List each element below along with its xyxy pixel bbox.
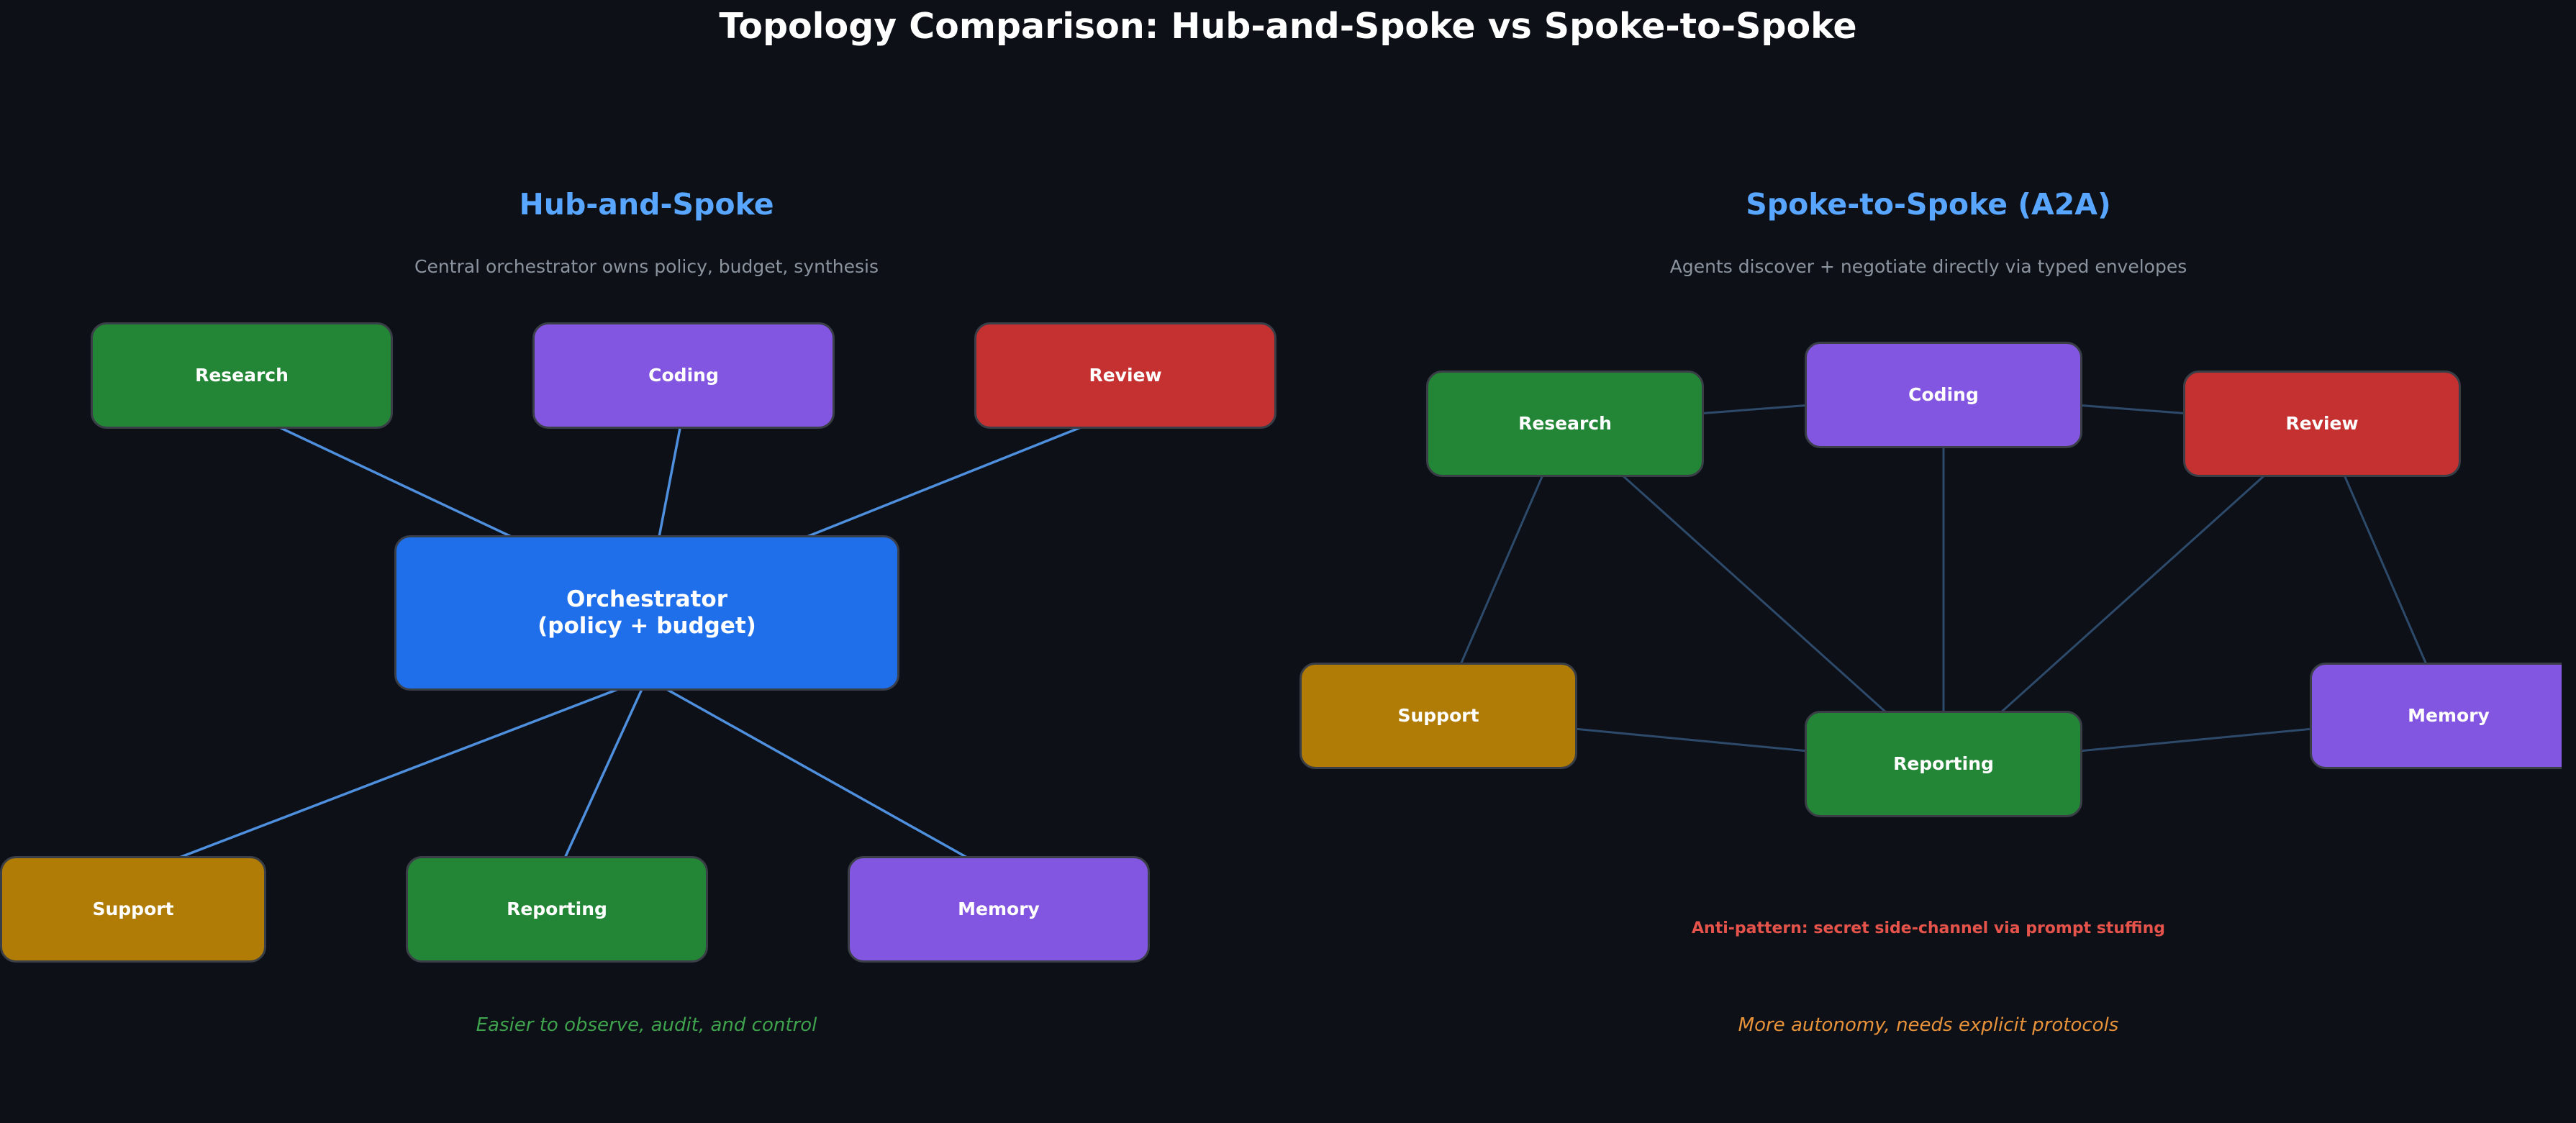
a2a-panel-caption: More autonomy, needs explicit protocols [1738,1014,2119,1036]
edge-orchestrator-support [131,677,648,878]
edge-orchestrator-memory [646,677,1001,877]
hub-panel-caption: Easier to observe, audit, and control [476,1014,817,1036]
hub-panel-title: Hub-and-Spoke [519,187,774,222]
edge-research-reporting [1564,422,1945,765]
a2a-panel-subtitle: Agents discover + negotiate directly via… [1669,256,2187,277]
hub-and-spoke-panel: Hub-and-Spoke Central orchestrator owns … [0,0,1279,1123]
node-memory: Memory [2310,663,2562,769]
node-memory: Memory [848,856,1150,963]
hub-panel-subtitle: Central orchestrator owns policy, budget… [414,256,879,277]
node-reporting: Reporting [406,856,708,963]
mesh-edges [1437,394,2450,765]
node-review: Review [974,322,1276,429]
node-orchestrator: Orchestrator (policy + budget) [394,535,899,691]
anti-pattern-note: Anti-pattern: secret side-channel via pr… [1692,919,2165,937]
node-coding: Coding [532,322,835,429]
figure-title: Topology Comparison: Hub-and-Spoke vs Sp… [719,6,1857,47]
node-support: Support [1300,663,1577,769]
a2a-panel-title: Spoke-to-Spoke (A2A) [1746,187,2111,222]
node-support: Support [0,856,266,963]
node-research: Research [91,322,393,429]
edge-review-reporting [1942,422,2323,765]
node-review: Review [2183,370,2461,477]
spoke-to-spoke-panel: Spoke-to-Spoke (A2A) Agents discover + n… [1295,0,2562,1123]
node-coding: Coding [1805,342,2082,448]
edge-orchestrator-reporting [555,677,648,877]
node-research: Research [1426,370,1704,477]
node-reporting: Reporting [1805,711,2082,817]
